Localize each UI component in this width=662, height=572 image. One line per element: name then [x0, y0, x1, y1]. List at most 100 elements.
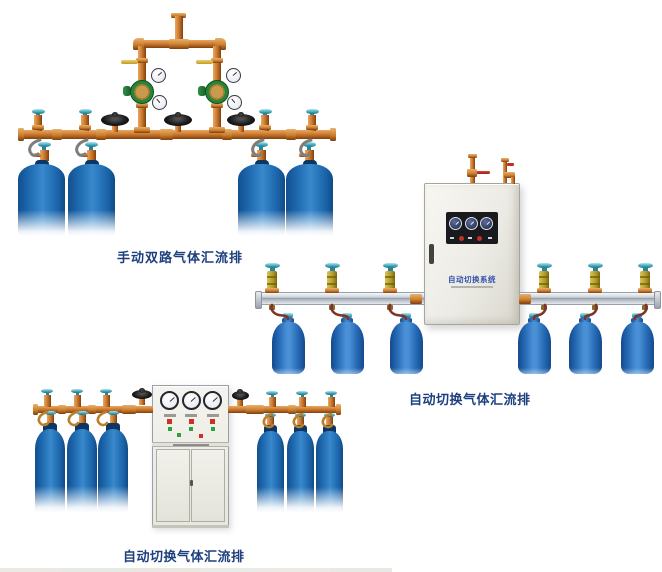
pipe-outlet-flare: [171, 13, 186, 18]
gas-bottle: [389, 322, 423, 375]
cylinder-collar: [43, 423, 57, 431]
handwheel-stem: [112, 123, 118, 132]
valve-stem: [42, 146, 46, 150]
valve-stem: [36, 113, 40, 116]
handwheel: [231, 391, 249, 400]
rail-core-line: [259, 297, 424, 299]
gas-cylinder: [285, 164, 334, 237]
valve-body: [590, 271, 600, 293]
valve-stem: [310, 113, 314, 116]
cylinder-fade: [255, 487, 285, 513]
pressure-gauge: [464, 217, 478, 230]
pipe-coupling: [160, 129, 173, 140]
pipe-end-cap: [18, 128, 24, 141]
gauge-needle: [190, 396, 196, 402]
top-valve-fitting: [467, 169, 477, 177]
pipe-elbow: [215, 38, 226, 50]
valve-band: [590, 276, 600, 278]
valve-nut: [383, 288, 397, 293]
valve-stem: [45, 392, 49, 396]
manifold-pipe: [22, 130, 332, 139]
gas-cylinder: [255, 431, 285, 513]
valve-body: [109, 415, 117, 424]
valve-outlet: [642, 305, 648, 310]
pipe-coupling: [96, 129, 106, 140]
pipe-end-cap: [336, 404, 341, 415]
bottle-neck: [400, 318, 412, 323]
rail-fitting: [519, 293, 531, 304]
handwheel: [164, 114, 192, 126]
valve-cap: [44, 411, 56, 415]
gauge-label-bar: [206, 414, 219, 417]
indicator-green: [177, 433, 181, 437]
gauge-needle: [157, 72, 162, 77]
pipe-coupling: [288, 405, 296, 414]
handwheel: [101, 114, 129, 126]
pressure-gauge: [150, 67, 166, 83]
gas-cylinder: [67, 164, 116, 237]
valve-stem: [300, 394, 304, 398]
valve-cap: [637, 263, 653, 268]
indicator-red: [188, 419, 194, 424]
gas-bottle: [517, 322, 551, 375]
valve-band: [385, 283, 395, 285]
gauge-needle: [212, 396, 218, 402]
valve-stem: [270, 394, 274, 398]
top-valve-tip: [501, 158, 509, 162]
valve-nut: [299, 153, 306, 157]
valve-cap: [31, 109, 45, 114]
valve-cap: [264, 263, 280, 268]
thumbnail-strip-segment: [200, 568, 260, 572]
bottle-fade: [271, 367, 305, 375]
valve-nut: [537, 288, 551, 293]
bottle-fade: [620, 367, 654, 375]
pressure-regulator: [130, 80, 154, 104]
valve-band: [590, 283, 600, 285]
pressure-gauge: [449, 217, 462, 230]
valve-band: [267, 283, 277, 285]
rail-end-cap: [255, 290, 262, 309]
valve-body: [267, 271, 277, 293]
valve-nut: [32, 125, 44, 130]
valve-band: [640, 283, 650, 285]
cylinder-collar: [322, 425, 336, 433]
cylinder-fade: [34, 486, 66, 513]
cylinder-fade: [67, 210, 116, 237]
valve-body: [78, 415, 86, 424]
valve-body: [102, 395, 110, 407]
pipe-taper: [246, 405, 258, 414]
valve-outlet: [329, 305, 335, 310]
pipe-coupling: [222, 129, 232, 140]
cylinder-fade: [17, 210, 66, 237]
valve-stem: [387, 267, 393, 271]
valve-handle-red: [476, 171, 490, 174]
valve-stem: [329, 394, 333, 398]
pipe-coupling: [169, 39, 189, 49]
panel-mark: [468, 237, 472, 239]
valve-cap: [296, 391, 308, 395]
valve-band: [267, 276, 277, 278]
valve-body: [81, 115, 89, 131]
valve-stem: [541, 267, 547, 271]
gauge-label-bar: [185, 414, 197, 417]
indicator-green: [189, 427, 193, 431]
valve-nut: [588, 288, 602, 293]
cylinder-collar: [84, 160, 99, 167]
cylinder-fade: [285, 487, 315, 513]
valve-nut: [251, 153, 258, 157]
valve-body: [39, 150, 49, 161]
cylinder-collar: [34, 160, 49, 167]
valve-cap: [100, 389, 112, 393]
indicator-green: [210, 427, 215, 431]
valve-handle-red: [507, 163, 514, 166]
handwheel-stem: [237, 397, 243, 406]
pipe-coupling: [134, 127, 150, 133]
caption-manual-dual: 手动双路气体汇流排: [117, 250, 244, 265]
valve-band: [640, 276, 650, 278]
valve-body: [640, 271, 650, 293]
indicator-red: [210, 419, 215, 424]
valve-stem: [642, 267, 648, 271]
handwheel: [131, 390, 152, 399]
bottle-neck: [341, 318, 353, 323]
control-cabinet: [424, 183, 520, 325]
